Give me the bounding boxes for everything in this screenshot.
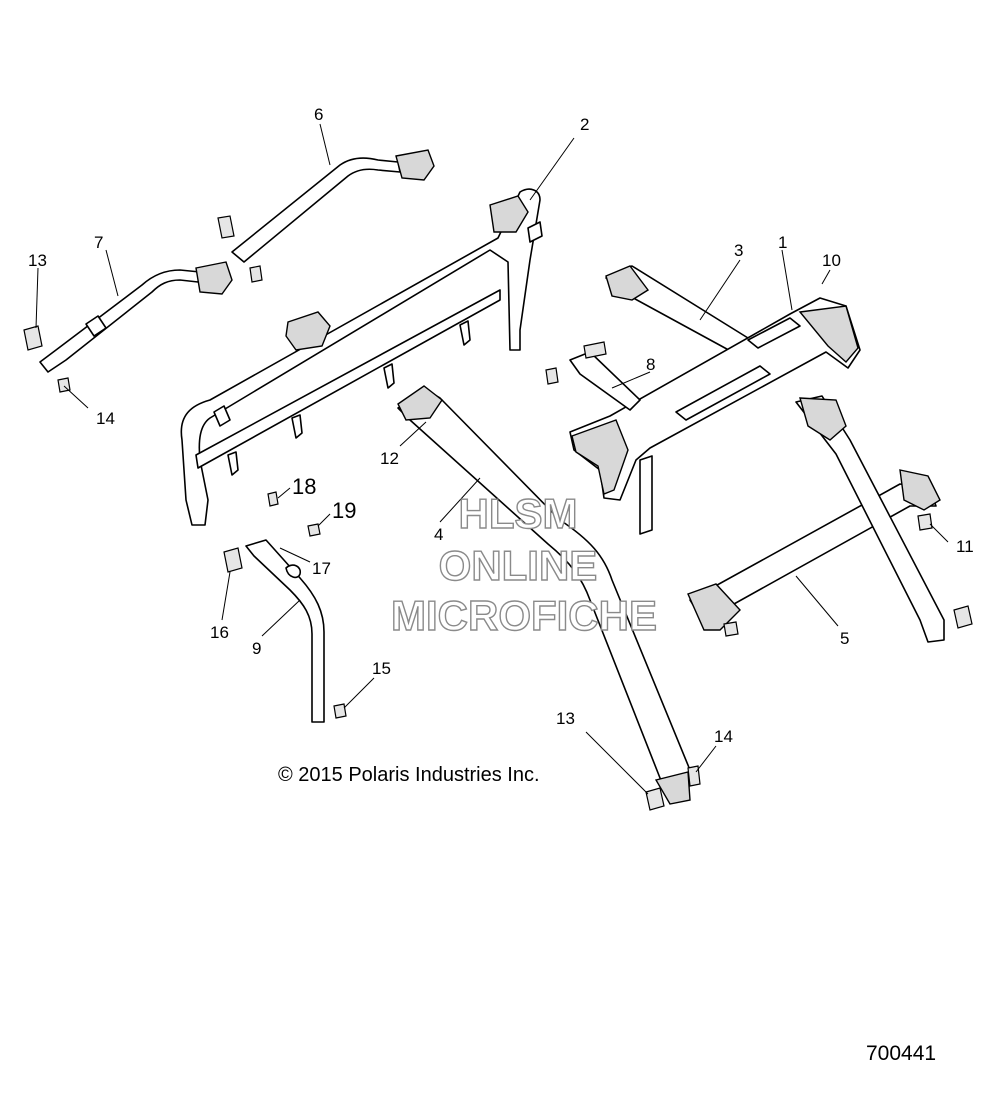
- callout-labels: 1 2 3 4 5 6 7 8 9 10 11 12 13 13 14 14 1…: [28, 105, 974, 746]
- callout-4: 4: [434, 525, 443, 544]
- callout-9: 9: [252, 639, 261, 658]
- callout-19: 19: [332, 498, 356, 523]
- callout-6: 6: [314, 105, 323, 124]
- part-3-cross-tube: [605, 265, 751, 355]
- callout-8: 8: [646, 355, 655, 374]
- callout-5: 5: [840, 629, 849, 648]
- copyright-text: © 2015 Polaris Industries Inc.: [278, 764, 540, 786]
- callout-10: 10: [822, 251, 841, 270]
- part-7-upper-tube: [23, 261, 233, 393]
- callout-11: 11: [956, 537, 974, 556]
- leader-lines: [35, 123, 949, 795]
- callout-12: 12: [380, 449, 399, 468]
- part-4-side-tube: [397, 385, 701, 811]
- callout-14b: 14: [714, 727, 733, 746]
- figure-number: 700441: [866, 1042, 936, 1065]
- callout-17: 17: [312, 559, 331, 578]
- callout-18: 18: [292, 474, 316, 499]
- watermark: HLSM ONLINE MICROFICHE: [390, 489, 657, 639]
- part-9-brace: [223, 491, 347, 723]
- part-8-bracket-tube: [545, 341, 641, 411]
- callout-13a: 13: [28, 251, 47, 270]
- watermark-line-2: ONLINE: [439, 542, 598, 589]
- part-6-upper-tube: [217, 149, 435, 283]
- callout-1: 1: [778, 233, 787, 252]
- callout-13b: 13: [556, 709, 575, 728]
- callout-14a: 14: [96, 409, 115, 428]
- part-2-rear-cab-bar: [180, 188, 543, 526]
- part-1-panel: [569, 297, 861, 535]
- callout-3: 3: [734, 241, 743, 260]
- watermark-line-3: MICROFICHE: [391, 592, 657, 639]
- callout-15: 15: [372, 659, 391, 678]
- callout-2: 2: [580, 115, 589, 134]
- callout-16: 16: [210, 623, 229, 642]
- part-5-cross-tube: [687, 395, 973, 643]
- callout-7: 7: [94, 233, 103, 252]
- watermark-line-1: HLSM: [459, 490, 578, 537]
